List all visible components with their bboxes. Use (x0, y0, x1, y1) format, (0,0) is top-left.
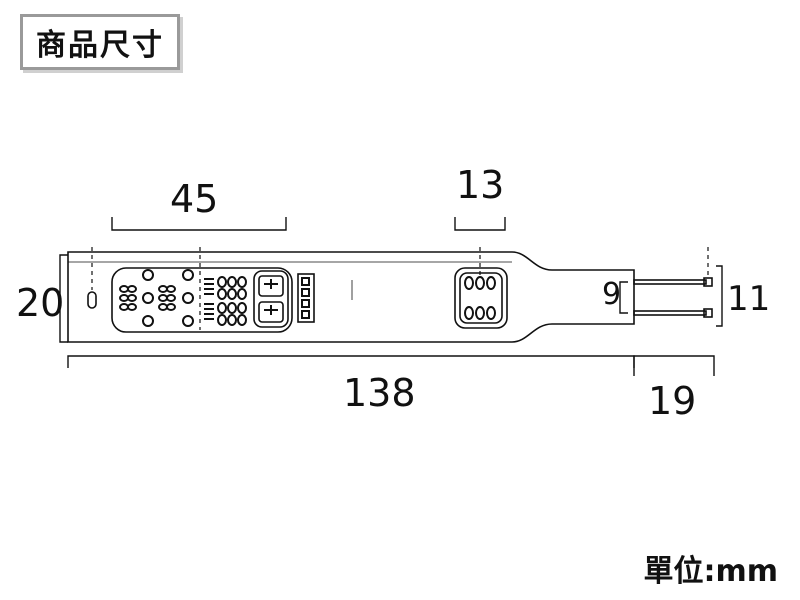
dim-label-138: 138 (343, 371, 416, 415)
dim-label-11: 11 (727, 279, 771, 319)
dim-line-20 (59, 254, 68, 343)
connector-block (253, 270, 289, 328)
dim-line-13 (454, 217, 506, 231)
component-area-right (454, 267, 508, 329)
dim-line-138 (67, 355, 635, 368)
unit-label: 單位:mm (643, 554, 778, 589)
dim-line-19 (633, 355, 715, 376)
pin-header (297, 273, 315, 323)
mount-slot (87, 291, 97, 309)
dim-line-45 (111, 217, 287, 231)
probe-pin-bottom (633, 310, 707, 316)
dim-line-9 (619, 281, 628, 314)
component-area-left (111, 267, 293, 333)
title-badge: 商品尺寸 (20, 14, 180, 70)
dim-label-20: 20 (16, 281, 65, 325)
dim-label-9: 9 (602, 277, 622, 312)
probe-tip-top (703, 277, 713, 287)
title-text: 商品尺寸 (36, 28, 164, 63)
probe-tip-bottom (703, 308, 713, 318)
dim-label-45: 45 (170, 177, 219, 221)
dim-label-13: 13 (456, 163, 505, 207)
board-outline (67, 251, 635, 343)
dim-line-11 (716, 265, 723, 327)
dim-label-19: 19 (648, 379, 697, 423)
probe-pin-top (633, 279, 707, 285)
